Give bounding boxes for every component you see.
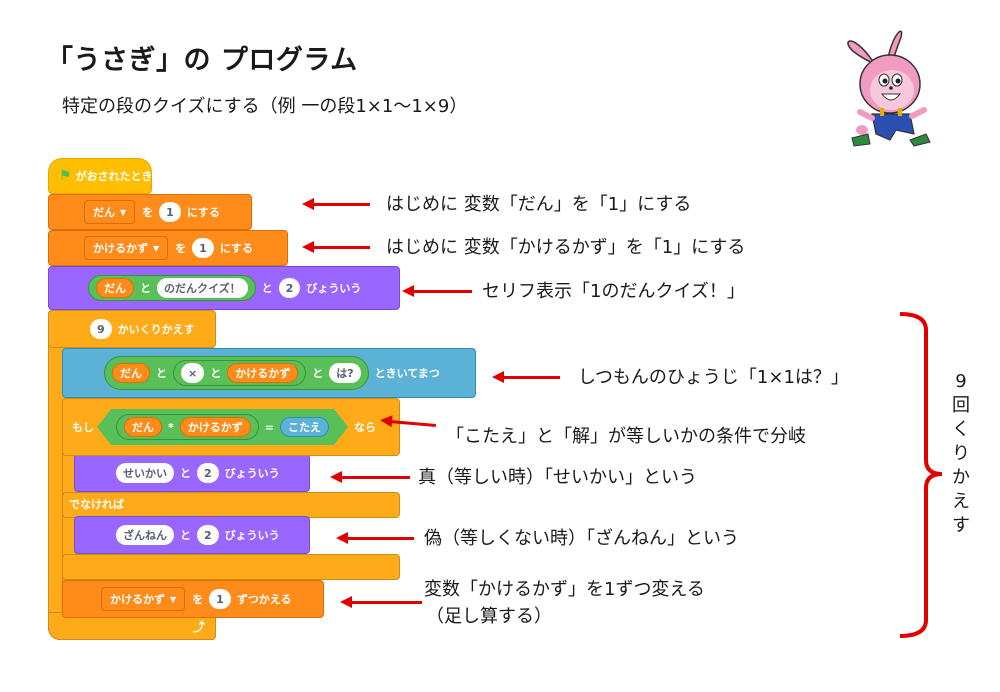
multiply-reporter[interactable]: だん * かけるかず: [116, 414, 259, 440]
join-reporter-inner[interactable]: × と かけるかず: [173, 360, 307, 386]
say-wrong-block[interactable]: ざんねん と 2 びょういう: [74, 516, 310, 554]
when-flag-clicked-block[interactable]: ⚑ がおされたとき: [48, 158, 153, 194]
arrow-icon: [402, 285, 472, 297]
annotation-say-intro: セリフ表示「1のだんクイズ！」: [482, 281, 745, 302]
dropdown-label: かけるかず: [110, 593, 165, 606]
arrow-icon: [492, 371, 560, 383]
say-correct-block[interactable]: せいかい と 2 びょういう: [74, 454, 310, 492]
value-input[interactable]: 1: [209, 589, 231, 609]
var-reporter-kakeru[interactable]: かけるかず: [180, 417, 251, 437]
arrow-icon: [336, 532, 414, 544]
annotation-set-dan: はじめに 変数「だん」を「1」にする: [386, 194, 692, 215]
vertical-char: り: [952, 443, 970, 464]
suffix: ずつかえる: [236, 593, 292, 606]
else-label: でなければ: [69, 498, 124, 511]
annotation-ask: しつもんのひょうじ「1×1は？」: [578, 367, 849, 388]
suffix: にする: [219, 242, 253, 255]
change-kakeru-block[interactable]: かけるかず ▼ を 1 ずつかえる: [62, 580, 324, 618]
if-else-bottom: [62, 554, 400, 580]
seconds-input[interactable]: 2: [278, 278, 301, 298]
then-label: なら: [353, 421, 376, 434]
particle: を: [192, 593, 204, 606]
arrow-icon: [340, 596, 422, 608]
question-text-input[interactable]: は?: [329, 363, 361, 383]
times-text-input[interactable]: ×: [181, 363, 205, 383]
page-subtitle: 特定の段のクイズにする（例 一の段1×1～1×9）: [62, 96, 468, 117]
arrow-icon: [330, 471, 410, 483]
vertical-char: え: [952, 491, 970, 512]
join-label: と: [156, 367, 167, 380]
and-label: と: [261, 282, 273, 295]
annotation-true-branch: 真（等しい時）「せいかい」という: [418, 467, 697, 488]
suffix: びょういう: [224, 467, 280, 480]
repeat-count-input[interactable]: 9: [90, 319, 112, 339]
var-reporter-dan[interactable]: だん: [96, 278, 134, 298]
equals-operator: =: [264, 420, 274, 434]
chevron-down-icon: ▼: [120, 207, 127, 217]
particle: を: [142, 206, 154, 219]
and-label: と: [180, 529, 191, 542]
else-section: でなければ: [62, 492, 400, 518]
value-input[interactable]: 1: [192, 238, 214, 258]
var-reporter-dan[interactable]: だん: [112, 363, 150, 383]
join-reporter[interactable]: だん と のだんクイズ！: [88, 275, 256, 301]
annotation-set-kakeru: はじめに 変数「かけるかず」を「1」にする: [386, 237, 746, 258]
seconds-input[interactable]: 2: [197, 463, 219, 483]
suffix: びょういう: [224, 529, 280, 542]
arrow-icon: [302, 241, 370, 253]
text-input[interactable]: せいかい: [116, 463, 174, 483]
text-input[interactable]: のだんクイズ！: [157, 278, 248, 298]
hat-label: がおされたとき: [75, 170, 153, 183]
particle: を: [175, 242, 187, 255]
chevron-down-icon: ▼: [153, 243, 160, 253]
variable-dropdown-kakeru[interactable]: かけるかず ▼: [101, 587, 186, 611]
ask-and-wait-block[interactable]: だん と × と かけるかず と は? ときいてまつ: [62, 348, 476, 398]
multiply-operator: *: [168, 420, 174, 434]
curly-brace-icon: [899, 312, 943, 638]
vertical-char: く: [952, 419, 970, 440]
set-kakeru-block[interactable]: かけるかず ▼ を 1 にする: [48, 230, 288, 266]
loop-arrow-icon: ⤴: [192, 619, 205, 634]
annotation-change-line2: （足し算する）: [426, 606, 552, 627]
green-flag-icon: ⚑: [59, 168, 72, 184]
annotation-false-branch: 偽（等しくない時）「ざんねん」という: [424, 528, 739, 549]
join-label: と: [210, 367, 222, 380]
repeat-label: かいくりかえす: [117, 323, 195, 336]
arrow-icon: [302, 198, 370, 210]
annotation-if: 「こたえ」と「解」が等しいかの条件で分岐: [446, 426, 806, 447]
if-else-block[interactable]: もし だん * かけるかず = こたえ: [62, 398, 400, 456]
and-label: と: [180, 467, 191, 480]
dropdown-label: かけるかず: [93, 242, 148, 255]
var-reporter-kakeru[interactable]: かけるかず: [227, 363, 299, 383]
vertical-char: 回: [952, 395, 970, 416]
vertical-char: か: [952, 467, 970, 488]
chevron-down-icon: ▼: [170, 594, 177, 604]
variable-dropdown-dan[interactable]: だん ▼: [84, 200, 136, 224]
join-label: と: [140, 282, 151, 295]
annotation-change-line1: 変数「かけるかず」を1ずつ変える: [424, 579, 705, 600]
repeat-annotation-vertical: 9 回 く り か え す: [948, 370, 974, 538]
answer-reporter[interactable]: こたえ: [280, 417, 329, 437]
join-reporter-outer[interactable]: だん と × と かけるかず と は?: [104, 356, 369, 390]
set-dan-block[interactable]: だん ▼ を 1 にする: [48, 194, 252, 230]
rabbit-character-icon: [847, 30, 931, 147]
variable-dropdown-kakeru[interactable]: かけるかず ▼: [84, 236, 169, 260]
repeat-block[interactable]: 9 かいくりかえす: [48, 310, 216, 348]
page-title: 「うさぎ」の プログラム: [46, 45, 358, 76]
equals-condition[interactable]: だん * かけるかず = こたえ: [97, 409, 348, 445]
seconds-input[interactable]: 2: [197, 525, 219, 545]
suffix: にする: [186, 206, 220, 219]
vertical-char: す: [952, 515, 970, 536]
dropdown-label: だん: [93, 206, 115, 219]
var-reporter-dan[interactable]: だん: [124, 417, 162, 437]
vertical-char: 9: [955, 371, 967, 392]
say-intro-block[interactable]: だん と のだんクイズ！ と 2 びょういう: [48, 266, 400, 310]
join-label: と: [312, 367, 324, 380]
text-input[interactable]: ざんねん: [116, 525, 174, 545]
if-label: もし: [72, 421, 94, 434]
value-input[interactable]: 1: [159, 202, 181, 222]
suffix: びょういう: [306, 282, 362, 295]
suffix: ときいてまつ: [374, 367, 440, 380]
